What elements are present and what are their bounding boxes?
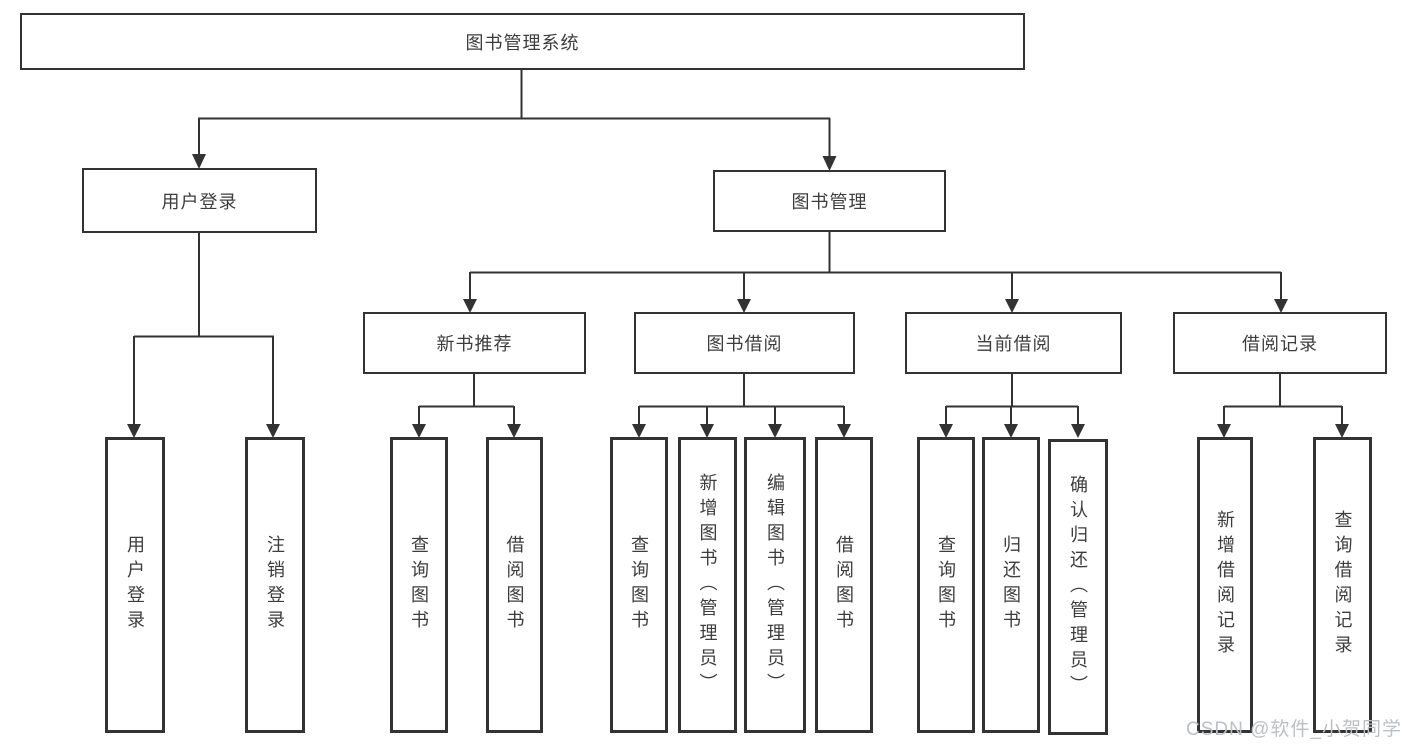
leaf-borrow-books: 借阅图书 [815,437,873,733]
node-book-borrow: 图书借阅 [634,312,855,374]
node-label: 图书借阅 [706,334,783,354]
leaf-recommend-borrow-books: 借阅图书 [486,437,543,733]
leaf-label: 查询图书 [629,535,649,635]
leaf-label: 借阅图书 [834,535,854,635]
leaf-label: 确认归还（管理员） [1068,474,1088,700]
node-label: 当前借阅 [975,334,1052,354]
leaf-add-borrow-record: 新增借阅记录 [1197,437,1253,733]
watermark: CSDN @软件_小贺同学 [1186,719,1402,740]
node-label: 新书推荐 [436,334,513,354]
node-label: 图书管理 [791,192,868,212]
leaf-edit-books-admin: 编辑图书（管理员） [744,437,806,733]
leaf-query-borrow-record: 查询借阅记录 [1313,437,1372,733]
node-book-management-branch: 图书管理 [713,170,946,232]
leaf-label: 用户登录 [125,535,145,635]
node-current-borrow: 当前借阅 [905,312,1122,374]
node-root: 图书管理系统 [20,13,1025,70]
leaf-confirm-return-admin: 确认归还（管理员） [1048,439,1108,735]
leaf-return-books: 归还图书 [982,437,1040,733]
leaf-logout: 注销登录 [245,437,305,733]
leaf-label: 新增借阅记录 [1215,510,1235,660]
leaf-borrow-query-books: 查询图书 [610,437,668,733]
leaf-label: 新增图书（管理员） [697,472,718,698]
leaf-label: 编辑图书（管理员） [765,472,785,698]
leaf-recommend-query-books: 查询图书 [390,437,448,733]
node-new-book-recommend: 新书推荐 [363,312,586,374]
node-borrow-records: 借阅记录 [1173,312,1387,374]
leaf-label: 借阅图书 [504,535,525,635]
leaf-label: 注销登录 [265,535,285,635]
leaf-label: 查询图书 [409,535,429,635]
leaf-current-query-books: 查询图书 [917,437,975,733]
leaf-label: 归还图书 [1001,535,1021,635]
leaf-label: 查询图书 [936,535,956,635]
node-label: 借阅记录 [1242,334,1318,354]
node-label: 用户登录 [161,191,238,212]
node-root-label: 图书管理系统 [465,32,580,53]
leaf-label: 查询借阅记录 [1332,510,1353,660]
leaf-add-books-admin: 新增图书（管理员） [678,437,737,733]
node-user-login-branch: 用户登录 [82,168,317,233]
leaf-user-login: 用户登录 [105,437,165,733]
